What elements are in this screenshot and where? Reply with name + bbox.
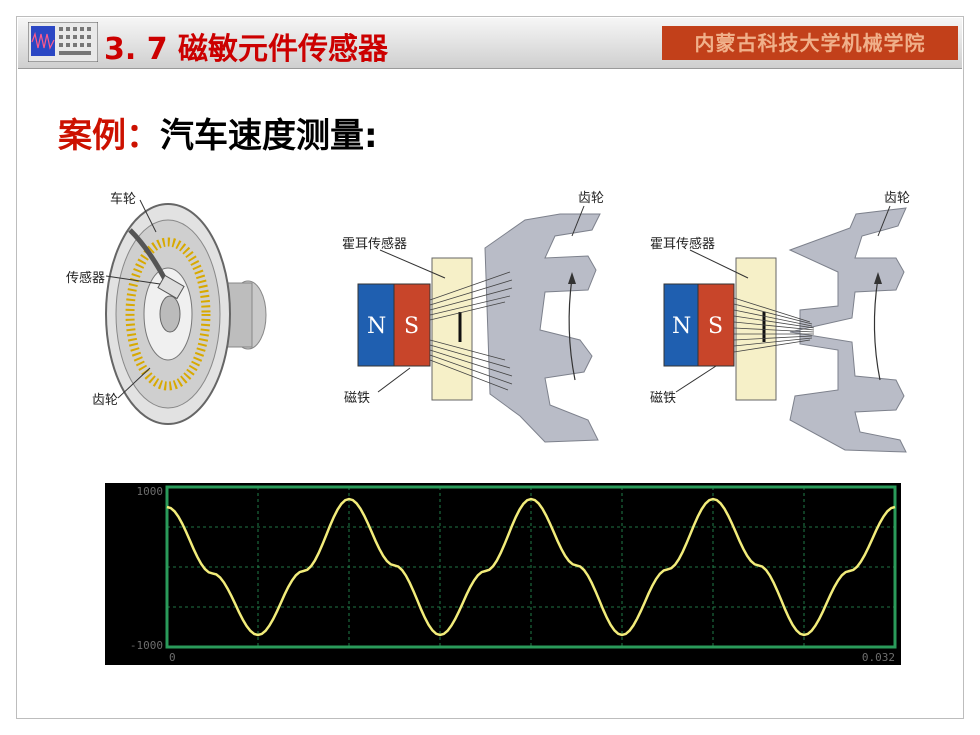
wheel-axle <box>159 295 181 333</box>
chart-grid <box>167 487 895 647</box>
wheel-speed-sensor <box>157 274 185 300</box>
institution-badge: 内蒙古科技大学机械学院 <box>662 26 958 60</box>
gear-label: 齿轮 <box>92 393 118 408</box>
magnet-south-1 <box>393 283 431 367</box>
oscilloscope-logo-icon <box>28 22 98 62</box>
north-label-1: N <box>367 314 386 339</box>
magnet-label-2: 磁铁 <box>650 391 676 406</box>
south-label-2: S <box>708 314 723 339</box>
case-text: 汽车速度测量: <box>160 116 378 156</box>
gear-label-2: 齿轮 <box>884 191 910 206</box>
case-heading: 案例：汽车速度测量: <box>58 108 378 157</box>
magnet-south-2 <box>697 283 735 367</box>
magnetic-field-lines-2 <box>733 297 815 353</box>
y-tick-max: 1000 <box>137 485 164 498</box>
hall-diagram-1: N S 霍耳传感器 磁铁 齿轮 <box>342 191 604 443</box>
magnetic-field-lines-1 <box>429 271 513 391</box>
rotation-arrow-1 <box>568 277 576 381</box>
x-tick-end: 0.032 <box>862 651 895 664</box>
chart-background <box>105 483 901 665</box>
sensor-label: 传感器 <box>66 270 105 286</box>
south-label-1: S <box>404 314 419 339</box>
diagram-area: 车轮 传感器 齿轮 N S 霍耳传感器 磁铁 齿轮 N S <box>66 191 910 453</box>
gear-2-shape <box>788 207 907 453</box>
case-label: 案例： <box>58 116 160 156</box>
wheel-illustration: 车轮 传感器 齿轮 <box>66 191 267 425</box>
rotation-arrow-2 <box>873 277 881 381</box>
hall-sensor-label-2: 霍耳传感器 <box>650 236 715 252</box>
hall-sensor-label-1: 霍耳传感器 <box>342 236 407 252</box>
gear-1-shape <box>484 213 601 443</box>
north-label-2: N <box>672 314 691 339</box>
hall-diagram-2: N S 霍耳传感器 磁铁 齿轮 <box>650 191 910 453</box>
tone-ring-gear <box>125 237 211 391</box>
wheel-label: 车轮 <box>110 191 136 207</box>
waveform-chart: 1000 -1000 0 0.032 <box>105 483 901 665</box>
slide-title: 3. 7 磁敏元件传感器 <box>104 32 389 67</box>
waveform-trace <box>166 497 896 637</box>
magnet-north-1 <box>357 283 395 367</box>
hall-sensor-plate-1 <box>431 257 473 401</box>
slide-frame <box>16 16 964 719</box>
y-tick-min: -1000 <box>130 639 163 652</box>
plot-frame <box>165 485 897 649</box>
gear-label-1: 齿轮 <box>578 191 604 206</box>
x-tick-start: 0 <box>169 651 176 664</box>
magnet-label-1: 磁铁 <box>344 391 370 406</box>
